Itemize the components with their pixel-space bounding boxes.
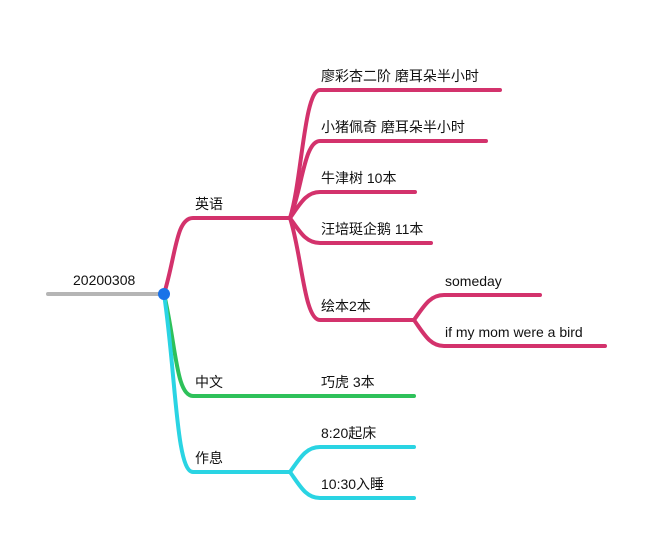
english-item-1-label[interactable]: 廖彩杏二阶 磨耳朵半小时: [321, 68, 479, 84]
branch-routine-label[interactable]: 作息: [195, 450, 223, 466]
connector-routine-item-2: [288, 470, 416, 500]
picturebook-item-2-label[interactable]: if my mom were a bird: [445, 324, 583, 340]
root-node-dot[interactable]: [158, 288, 170, 300]
routine-item-2-label[interactable]: 10:30入睡: [321, 476, 385, 492]
routine-item-1-label[interactable]: 8:20起床: [321, 425, 377, 441]
connector-routine-item-1: [288, 445, 416, 474]
connector-english-item-1: [288, 88, 502, 220]
connector-root-english: [162, 216, 292, 296]
connector-english-item-3: [288, 190, 417, 220]
connector-english-item-5: [288, 216, 416, 322]
chinese-item-1-label[interactable]: 巧虎 3本: [321, 374, 375, 390]
branch-chinese-label[interactable]: 中文: [195, 374, 223, 390]
branch-english-label[interactable]: 英语: [195, 196, 223, 212]
english-item-2-label[interactable]: 小猪佩奇 磨耳朵半小时: [321, 119, 465, 135]
connector-picturebook-item-1: [412, 293, 542, 322]
root-label[interactable]: 20200308: [73, 272, 136, 288]
english-item-3-label[interactable]: 牛津树 10本: [321, 170, 397, 186]
picturebook-item-1-label[interactable]: someday: [445, 273, 502, 289]
connector-english-item-2: [288, 139, 488, 220]
connector-root-routine: [162, 292, 292, 474]
english-item-5-label[interactable]: 绘本2本: [321, 298, 371, 314]
connector-picturebook-item-2: [412, 318, 607, 348]
english-item-4-label[interactable]: 汪培珽企鹅 11本: [321, 221, 424, 237]
